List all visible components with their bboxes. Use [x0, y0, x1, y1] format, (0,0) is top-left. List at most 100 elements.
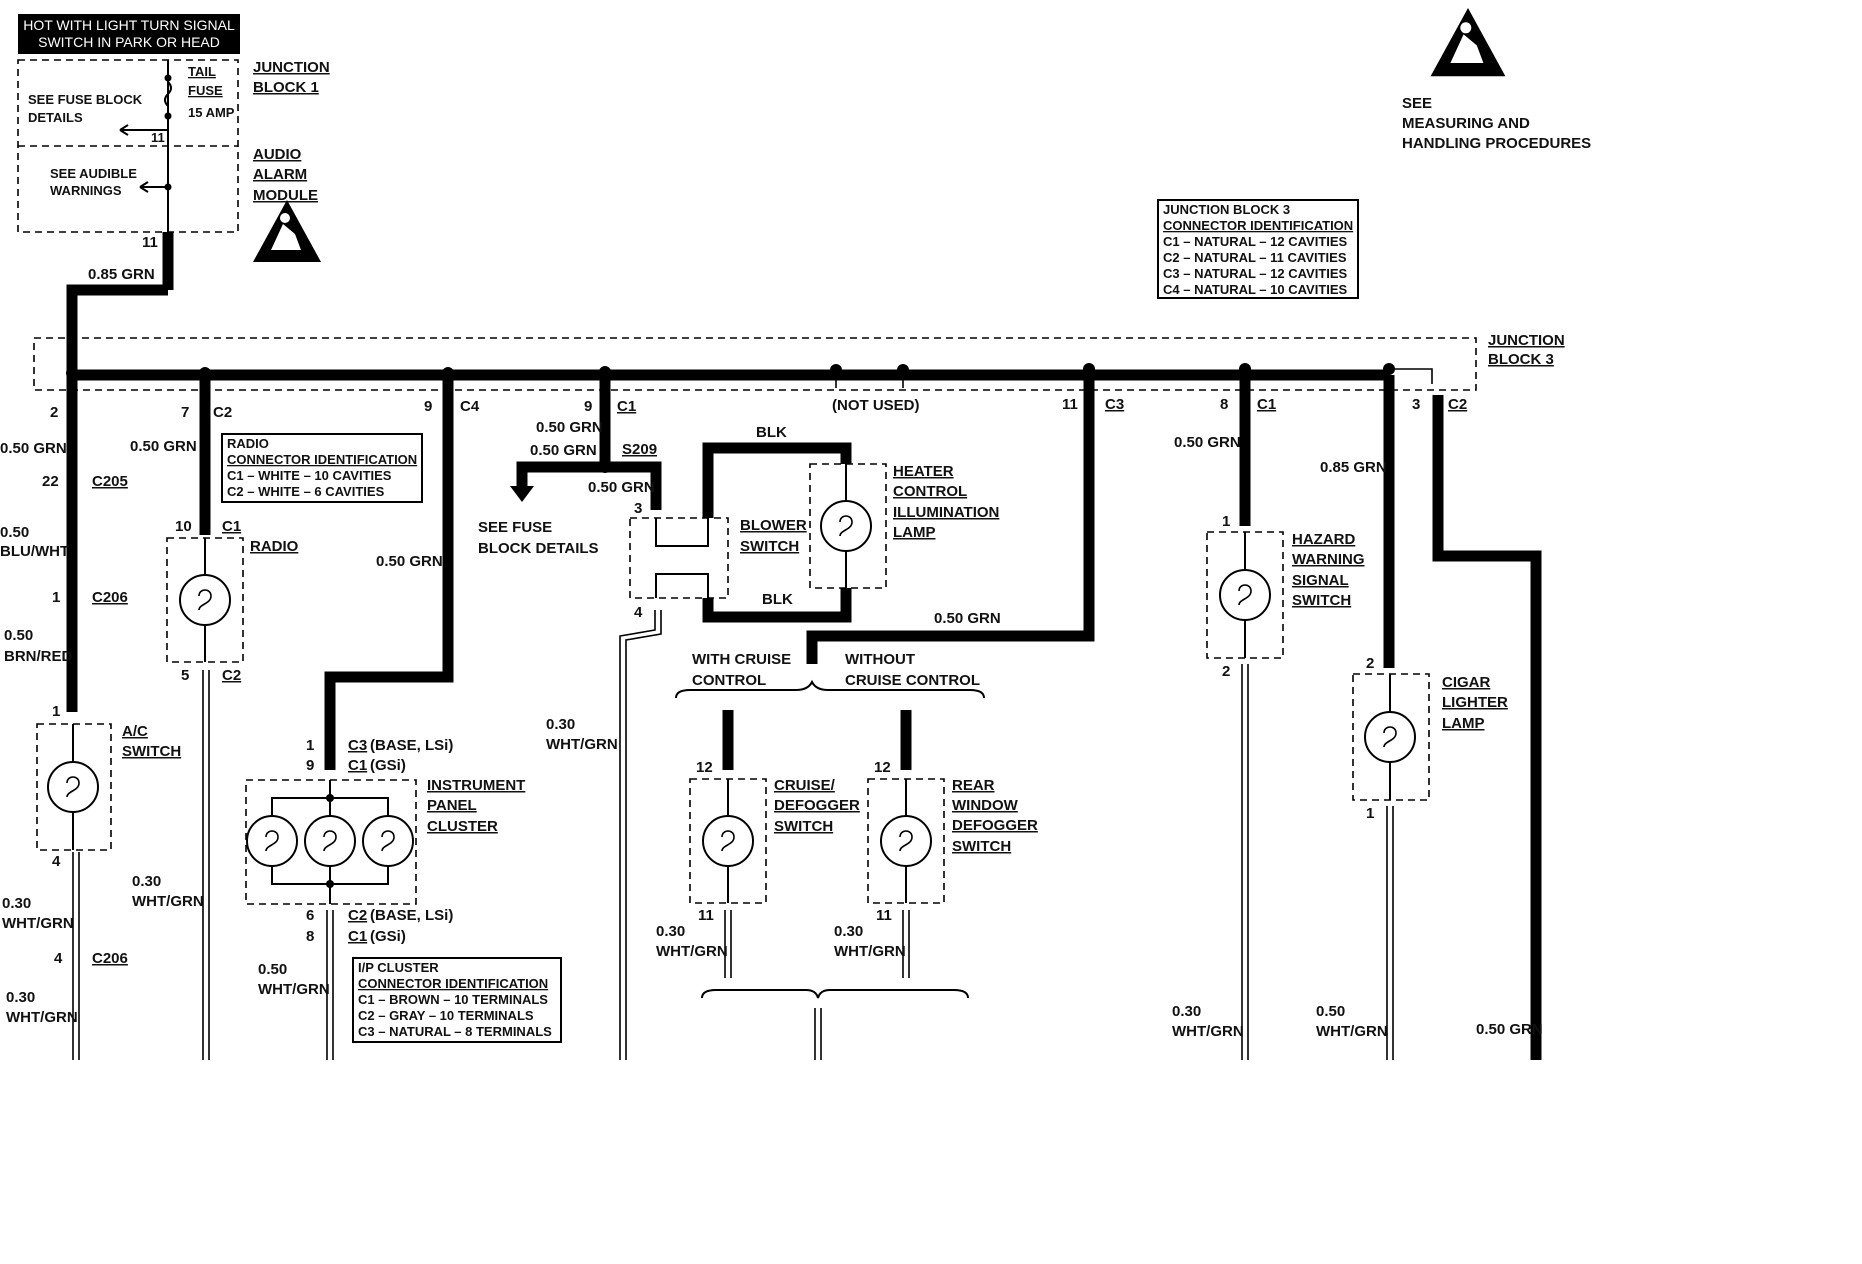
hazard-lamp-icon [1219, 569, 1271, 621]
heater-label-3: ILLUMINATION [893, 504, 999, 521]
ac-switch-pin-bot: 4 [52, 853, 61, 870]
radio-pin: 7 [181, 404, 189, 421]
see-audible-1: SEE AUDIBLE [50, 166, 137, 181]
cigar-wire-label: 0.85 GRN [1320, 459, 1387, 476]
cigar-label-2: LIGHTER [1442, 694, 1508, 711]
cruise-switch-lamp-icon [702, 815, 754, 867]
ac-pin: 2 [50, 404, 58, 421]
jb3-id-row: C4 – NATURAL – 10 CAVITIES [1163, 282, 1348, 297]
jb3-id-title: JUNCTION BLOCK 3 [1163, 202, 1290, 217]
fuse-label: FUSE [188, 83, 223, 98]
see-audible-2: WARNINGS [50, 183, 122, 198]
rear-sw-pin-bot: 11 [876, 907, 892, 924]
blower-label-2: SWITCH [740, 538, 799, 555]
blk-wire-top [702, 442, 852, 518]
ipc-conn: C4 [460, 398, 480, 415]
hazard-label-1: HAZARD [1292, 531, 1355, 548]
c2-pin: 3 [1412, 396, 1420, 413]
not-used-label: (NOT USED) [832, 397, 920, 414]
c2-conn: C2 [1448, 396, 1467, 413]
ac-switch-pin-top: 1 [52, 703, 60, 720]
blower-wire3-b: WHT/GRN [546, 736, 618, 753]
jb3-id-row: C1 – NATURAL – 12 CAVITIES [1163, 234, 1348, 249]
cigar-label-1: CIGAR [1442, 674, 1491, 691]
ipc-bot-pin-1: 6 [306, 907, 314, 924]
blk-top-label: BLK [756, 424, 787, 441]
ipc-wire2-a: 0.50 [258, 961, 287, 978]
hazard-wire2-b: WHT/GRN [1172, 1023, 1244, 1040]
cigar-pin-bot: 1 [1366, 805, 1374, 822]
ipc-bot-conn-1: C2 [348, 907, 367, 924]
cigar-wire2-b: WHT/GRN [1316, 1023, 1388, 1040]
ac-wire-label-2a: 0.50 [0, 524, 29, 541]
junction-block-1-label-2: BLOCK 1 [253, 79, 319, 96]
cruise-wire2-a: 0.30 [656, 923, 685, 940]
cigar-label-3: LAMP [1442, 715, 1485, 732]
hazard-label-2: WARNING [1292, 551, 1365, 568]
ipc-id-row: C3 – NATURAL – 8 TERMINALS [358, 1024, 552, 1039]
fuse-arrow-icon [510, 486, 534, 502]
ipc-bot-pin-2: 8 [306, 928, 314, 945]
ipc-id-row: C1 – BROWN – 10 TERMINALS [358, 992, 548, 1007]
ac-wire-label-5b: WHT/GRN [6, 1009, 78, 1026]
blower-switch-box [629, 517, 729, 599]
ac-switch-label-2: SWITCH [122, 743, 181, 760]
hazard-label-4: SWITCH [1292, 592, 1351, 609]
ac-wire-label-4a: 0.30 [2, 895, 31, 912]
esd-note-3: HANDLING PROCEDURES [1402, 135, 1591, 152]
ipc-top-pin-2: 9 [306, 757, 314, 774]
radio-id-row: C1 – WHITE – 10 CAVITIES [227, 468, 392, 483]
ipc-lamp-icon [304, 815, 356, 867]
cruise-label-3: SWITCH [774, 818, 833, 835]
hazard-conn: C1 [1257, 396, 1276, 413]
fuse-pin: 11 [151, 130, 165, 145]
heater-lamp-icon [820, 500, 872, 552]
rear-defogger-lamp-icon [880, 815, 932, 867]
radio-conn-top: C1 [222, 518, 241, 535]
radio-id-row: C2 – WHITE – 6 CAVITIES [227, 484, 385, 499]
c206b-label: C206 [92, 950, 128, 967]
fuse-amp: 15 AMP [188, 105, 235, 120]
header-box [18, 14, 240, 54]
junction-block-3-label-2: BLOCK 3 [1488, 351, 1554, 368]
c205-label: C205 [92, 473, 128, 490]
blk-wire-bot [702, 588, 852, 623]
jb3-id-subtitle: CONNECTOR IDENTIFICATION [1163, 218, 1353, 233]
blower-pin: 9 [584, 398, 592, 415]
ac-switch-lamp-icon [47, 761, 99, 813]
hazard-label-3: SIGNAL [1292, 572, 1349, 589]
audio-alarm-label-1: AUDIO [253, 146, 302, 163]
ipc-top-conn-1: C3 [348, 737, 367, 754]
ipc-bot-note-2: (GSi) [370, 928, 406, 945]
esd-note-2: MEASURING AND [1402, 115, 1530, 132]
ipc-lamp-icon [362, 815, 414, 867]
jb3-id-row: C3 – NATURAL – 12 CAVITIES [1163, 266, 1348, 281]
ipc-top-pin-1: 1 [306, 737, 314, 754]
header-line-1: HOT WITH LIGHT TURN SIGNAL [23, 17, 235, 33]
cruise-conn: C3 [1105, 396, 1124, 413]
blower-pin-top: 3 [634, 500, 642, 517]
radio-wire-label: 0.50 GRN [130, 438, 197, 455]
ac-wire-label-3a: 0.50 [4, 627, 33, 644]
blower-wire-label: 0.50 GRN [536, 419, 603, 436]
ipc-top-conn-2: C1 [348, 757, 367, 774]
without-cruise-1: WITHOUT [845, 651, 915, 668]
hazard-wire2-a: 0.30 [1172, 1003, 1201, 1020]
rear-label-3: DEFOGGER [952, 817, 1038, 834]
c206b-pin: 4 [54, 950, 63, 967]
jb3-id-row: C2 – NATURAL – 11 CAVITIES [1163, 250, 1347, 265]
ipc-id-subtitle: CONNECTOR IDENTIFICATION [358, 976, 548, 991]
ac-wire-label-1: 0.50 GRN [0, 440, 67, 457]
cigar-lamp-icon [1364, 711, 1416, 763]
ipc-label-1: INSTRUMENT [427, 777, 525, 794]
see-fuse-2: BLOCK DETAILS [478, 540, 599, 557]
cruise-wire-label: 0.50 GRN [934, 610, 1001, 627]
ipc-connector-id-box [352, 957, 562, 1043]
radio-wire2-a: 0.30 [132, 873, 161, 890]
ac-switch-label-1: A/C [122, 723, 148, 740]
ipc-bot-note-1: (BASE, LSi) [370, 907, 453, 924]
radio-wire2-b: WHT/GRN [132, 893, 204, 910]
rear-label-1: REAR [952, 777, 995, 794]
audio-alarm-label-2: ALARM [253, 166, 307, 183]
